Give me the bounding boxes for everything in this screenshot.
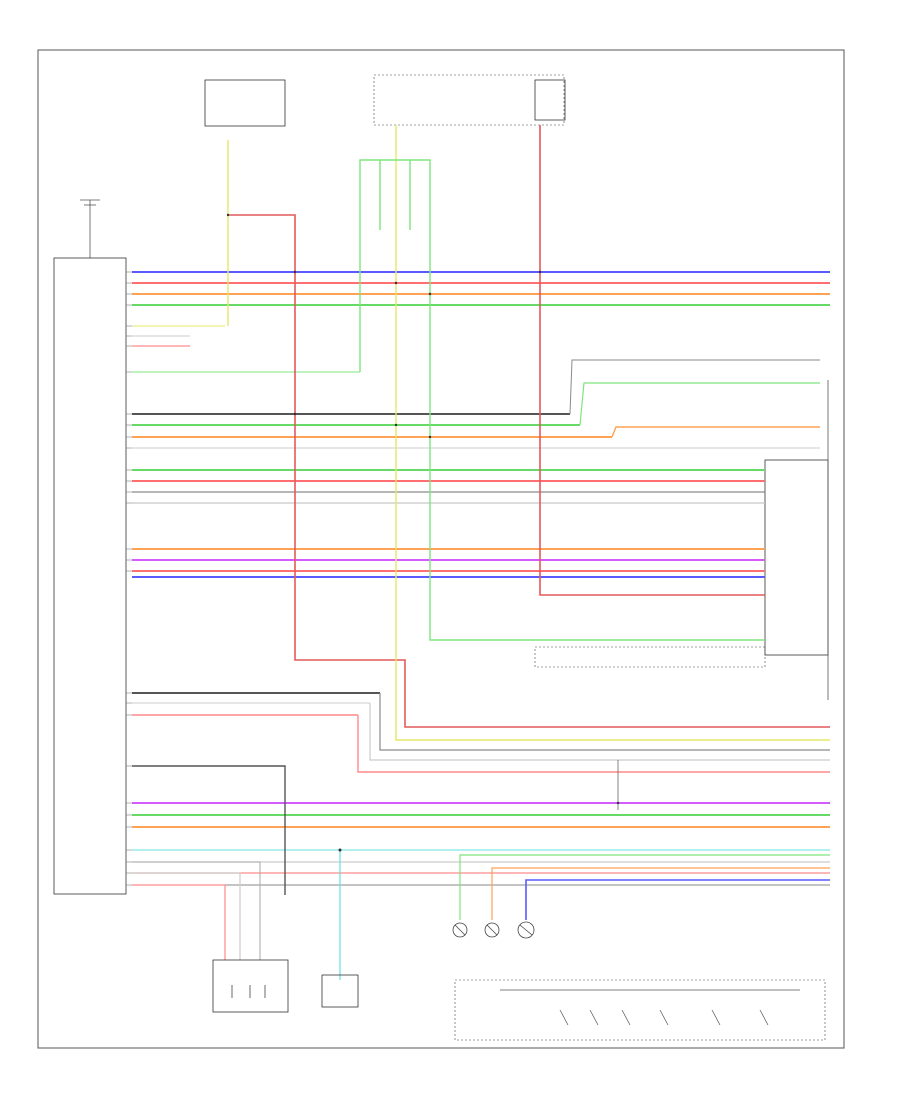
audio-unit-box <box>53 257 127 895</box>
fuse-box-left <box>204 79 286 127</box>
bottom-left-connector <box>212 959 289 1013</box>
fuse-box-right <box>534 79 566 121</box>
switch-bank-box <box>454 979 826 1041</box>
ground-connector-box <box>534 646 766 668</box>
junction-dots <box>226 213 620 852</box>
fuse-box-center <box>373 74 565 126</box>
vertical-wires <box>132 125 830 980</box>
horizontal-wires <box>132 271 830 886</box>
diagram-frame <box>37 49 845 1049</box>
audio-unit-pins <box>126 271 132 886</box>
right-module-box <box>764 459 829 656</box>
bottom-center-connector <box>321 974 359 1008</box>
antenna-icon <box>80 199 100 258</box>
bulb-icons <box>452 921 535 939</box>
switch-contacts <box>500 989 800 1026</box>
